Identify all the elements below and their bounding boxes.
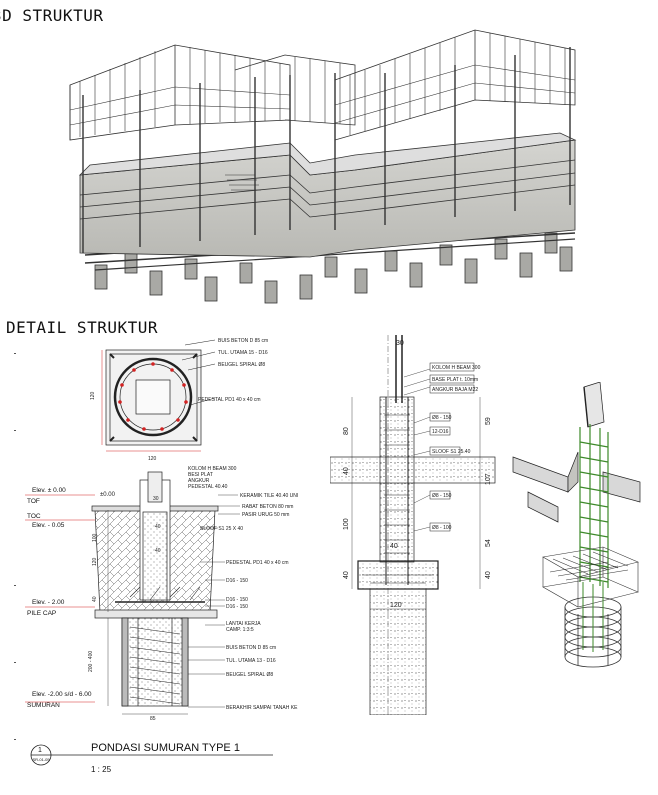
section-label-rabat: RABAT BETON 80 mm xyxy=(242,504,293,510)
margin-tick xyxy=(14,430,16,431)
plan-dim-bottom: 120 xyxy=(148,456,157,462)
section-label-sloof: SLOOF S1 25 X 40 xyxy=(200,526,243,532)
section-label-besi-plat: BESI PLAT xyxy=(188,472,213,478)
title-scale: 1 : 25 xyxy=(91,765,112,774)
column-dim-left-100: 100 xyxy=(343,518,350,530)
section-dim-200-400: 200 - 400 xyxy=(88,651,94,672)
section-label-d16-a: D16 - 150 xyxy=(226,578,248,584)
plan-dim-side: 120 xyxy=(90,391,96,400)
column-dim-right-40: 40 xyxy=(485,571,492,579)
elev-tof-name: TOF xyxy=(27,498,40,505)
section-label-pasir: PASIR URUG 50 mm xyxy=(242,512,289,518)
column-label-o8-100: Ø8 - 100 xyxy=(432,525,452,531)
section-label-angkur: ANGKUR xyxy=(188,478,210,484)
section-dim-40b: 40 xyxy=(155,548,161,554)
plan-label-beugel-spiral: BEUGEL SPIRAL Ø8 xyxy=(218,362,265,368)
column-dim-top: 30 xyxy=(396,340,404,347)
section-dim-40c: 40 xyxy=(92,596,98,602)
section-label-berakhir: BERAKHIR SAMPAI TANAH KE xyxy=(226,705,298,711)
title-block: 1 SR-01-05 PONDASI SUMURAN TYPE 1 1 : 25 xyxy=(30,742,273,774)
structure-3d-render xyxy=(69,29,577,304)
column-dim-left-40: 40 xyxy=(343,467,350,475)
title-number: 1 xyxy=(38,747,42,754)
section-dim-85: 85 xyxy=(150,716,156,722)
column-detail-drawing: KOLOM H BEAM 300 BASE PLAT t. 10mm ANGKU… xyxy=(330,335,496,715)
column-label-base-plat: BASE PLAT t. 10mm xyxy=(432,377,478,383)
section-label-keramik: KERAMIK TILE 40.40 UNI xyxy=(240,493,298,499)
plan-label-tul-utama: TUL. UTAMA 15 - D16 xyxy=(218,350,268,356)
elev-tof-value: Elev. ± 0.00 xyxy=(32,487,66,494)
section-dim-30: 30 xyxy=(153,496,159,502)
column-dim-right-107: 107 xyxy=(485,473,492,485)
elev-toc-name: TOC xyxy=(27,513,41,520)
heading-detail-struktur: DETAIL STRUKTUR xyxy=(6,318,158,337)
column-dim-bottom: 120 xyxy=(390,602,402,609)
margin-tick xyxy=(14,353,16,354)
isometric-column-render xyxy=(512,382,641,668)
section-dim-120: 120 xyxy=(92,557,98,566)
elev-sumuran-value: Elev. -2.00 s/d - 6.00 xyxy=(32,691,92,698)
margin-tick xyxy=(14,739,16,740)
elev-pilecap-name: PILE CAP xyxy=(27,610,56,617)
margin-tick xyxy=(14,662,16,663)
section-dim-40a: 40 xyxy=(155,524,161,530)
section-label-d16-b: D16 - 150 xyxy=(226,597,248,603)
column-label-o8-150b: Ø8 - 150 xyxy=(432,493,452,499)
plan-label-buis-beton: BUIS BETON D 85 cm xyxy=(218,338,268,344)
title-sheet-ref: SR-01-05 xyxy=(33,757,51,762)
section-label-tul-utama: TUL. UTAMA 13 - D16 xyxy=(226,658,276,664)
section-detail-drawing: KOLOM H BEAM 300 BESI PLAT ANGKUR PEDEST… xyxy=(25,466,298,722)
column-dim-left-40b: 40 xyxy=(343,571,350,579)
column-dim-left-80: 80 xyxy=(343,427,350,435)
heading-3d-struktur: 3D STRUKTUR xyxy=(0,6,104,25)
plan-label-pedestal: PEDESTAL PD1 40 x 40 cm xyxy=(198,397,261,403)
section-label-buis-beton: BUIS BETON D 85 cm xyxy=(226,645,276,651)
column-label-12-d16: 12-D16 xyxy=(432,429,449,435)
section-label-pedestal-pd1: PEDESTAL PD1 40 x 40 cm xyxy=(226,560,289,566)
elev-pilecap-value: Elev. - 2.00 xyxy=(32,599,65,606)
section-label-lantai-kerja: LANTAI KERJA xyxy=(226,621,261,627)
column-label-o8-150a: Ø8 - 150 xyxy=(432,415,452,421)
column-dim-right-54: 54 xyxy=(485,539,492,547)
column-label-angkur: ANGKUR BAJA M22 xyxy=(432,387,478,393)
title-text: PONDASI SUMURAN TYPE 1 xyxy=(91,742,240,754)
column-dim-mid: 40 xyxy=(390,543,398,550)
section-label-camp: CAMP. 1:3:5 xyxy=(226,627,254,633)
elev-sumuran-name: SUMURAN xyxy=(27,702,60,709)
section-label-d16-c: D16 - 150 xyxy=(226,604,248,610)
plan-detail-drawing: BUIS BETON D 85 cm TUL. UTAMA 15 - D16 B… xyxy=(90,338,268,462)
section-label-kolom: KOLOM H BEAM 300 xyxy=(188,466,237,472)
elev-toc-value: Elev. - 0.05 xyxy=(32,522,65,529)
section-dim-100: 100 xyxy=(92,533,98,542)
column-label-sloof: SLOOF S1 25.40 xyxy=(432,449,471,455)
column-label-kolom: KOLOM H BEAM 300 xyxy=(432,365,481,371)
column-dim-right-59: 59 xyxy=(485,417,492,425)
section-marker-zero: ±0.00 xyxy=(100,492,116,498)
section-label-pedestal: PEDESTAL 40.40 xyxy=(188,484,228,490)
section-label-beugel: BEUGEL SPIRAL Ø8 xyxy=(226,672,273,678)
margin-tick xyxy=(14,585,16,586)
